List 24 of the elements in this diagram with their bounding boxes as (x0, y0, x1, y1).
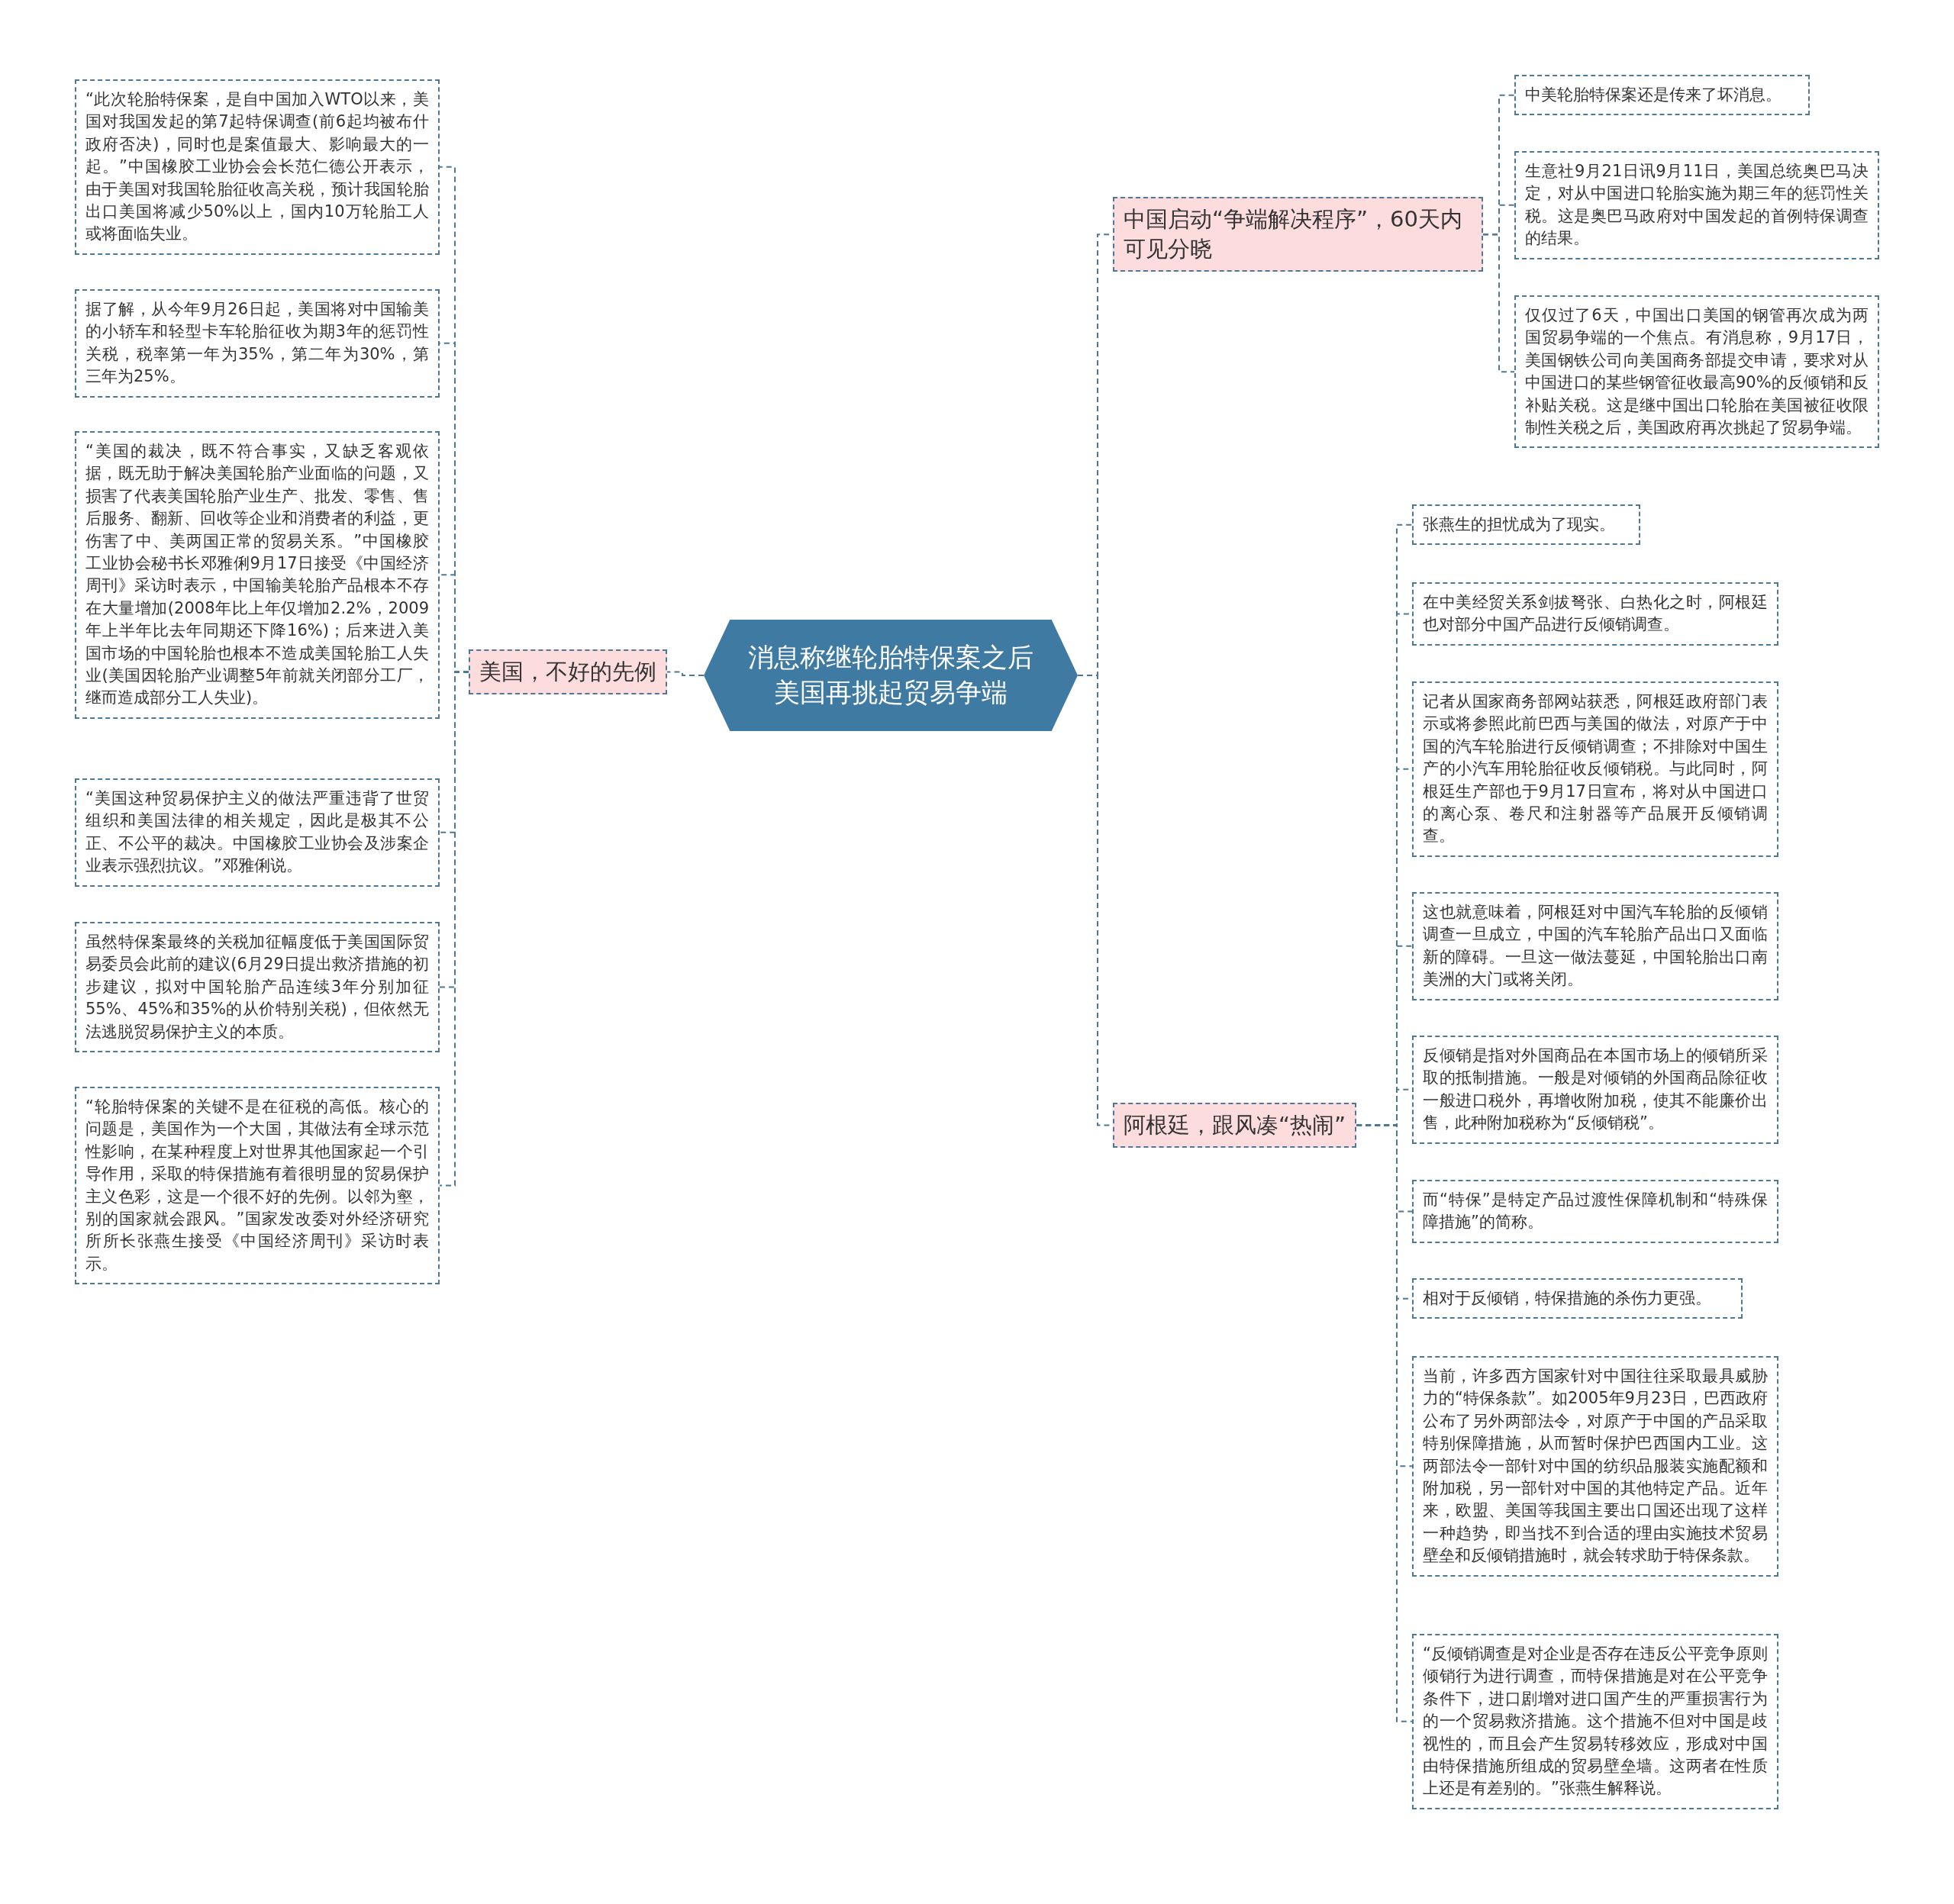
connector-line (1482, 234, 1515, 373)
connector-line (666, 671, 705, 676)
note-card: 仅仅过了6天，中国出口美国的钢管再次成为两国贸易争端的一个焦点。有消息称，9月17日，美国钢铁公司向美国商务部提交申请，要求对从中国进口的某些钢管征收最高90%的反倾销和反补贴关税。这是继中国出口轮胎在美国被征收限制性关税之后，美国政府再次挑起了贸易争端。 (1514, 295, 1879, 449)
note-card: “美国这种贸易保护主义的做法严重违背了世贸组织和美国法律的相关规定，因此是极其不公正、不公平的裁决。中国橡胶工业协会及涉案企业表示强烈抗议。”邓雅俐说。 (75, 778, 440, 887)
note-card: 据了解，从今年9月26日起，美国将对中国输美的小轿车和轻型卡车轮胎征收为期3年的惩罚性关税，税率第一年为35%，第二年为30%，第三年为25%。 (75, 289, 440, 398)
note-card: 反倾销是指对外国商品在本国市场上的倾销所采取的抵制措施。一般是对倾销的外国商品除征收一般进口税外，再增收附加税，使其不能廉价出售，此种附加税称为“反倾销税”。 (1412, 1036, 1778, 1144)
note-card: 虽然特保案最终的关税加征幅度低于美国国际贸易委员会此前的建议(6月29日提出救济措施的初步建议，拟对中国轮胎产品连续3年分别加征55%、45%和35%的从价特别关税)，但依然无法逃脱贸易保护主义的本质。 (75, 922, 440, 1052)
central-topic: 消息称继轮胎特保案之后美国再挑起贸易争端 (704, 620, 1078, 731)
note-card: 生意社9月21日讯9月11日，美国总统奥巴马决定，对从中国进口轮胎实施为期三年的惩罚性关税。这是奥巴马政府对中国发起的首例特保调查的结果。 (1514, 151, 1879, 259)
branch-topic: 阿根廷，跟风凑“热闹” (1113, 1103, 1357, 1149)
note-card: 中美轮胎特保案还是传来了坏消息。 (1514, 75, 1810, 116)
note-card: 相对于反倾销，特保措施的杀伤力更强。 (1412, 1278, 1743, 1319)
note-card: 这也就意味着，阿根廷对中国汽车轮胎的反倾销调查一旦成立，中国的汽车轮胎产品出口又面临新的障碍。一旦这一做法蔓延，中国轮胎出口南美洲的大门或将关闭。 (1412, 892, 1778, 1000)
note-card: 当前，许多西方国家针对中国往往采取最具威胁力的“特保条款”。如2005年9月23日，巴西政府公布了另外两部法令，对原产于中国的产品采取特别保障措施，从而暂时保护巴西国内工业。这两部法令一部针对中国的纺织品服装实施配额和附加税，另一部针对中国的其他特定产品。近年来，欧盟、美国等我国主要出口国还出现了这样一种趋势，即当找不到合适的理由实施技术贸易壁垒和反倾销措施时，就会转求助于特保条款。 (1412, 1356, 1778, 1577)
branch-topic: 美国，不好的先例 (469, 649, 667, 695)
note-card: “此次轮胎特保案，是自中国加入WTO以来，美国对我国发起的第7起特保调查(前6起均被布什政府否决)，同时也是案值最大、影响最大的一起。”中国橡胶工业协会会长范仁德公开表示，由于美国对我国轮胎征收高关税，预计我国轮胎出口美国将减少50%以上，国内10万轮胎工人或将面临失业。 (75, 79, 440, 255)
branch-topic: 中国启动“争端解决程序”，60天内可见分晓 (1113, 197, 1483, 272)
note-card: “轮胎特保案的关键不是在征税的高低。核心的问题是，美国作为一个大国，其做法有全球示范性影响，在某种程度上对世界其他国家起一个引导作用，采取的特保措施有着很明显的贸易保护主义色彩，这是一个很不好的先例。以邻为壑，别的国家就会跟风。”国家发改委对外经济研究所所长张燕生接受《中国经济周刊》采访时表示。 (75, 1087, 440, 1285)
note-card: 记者从国家商务部网站获悉，阿根廷政府部门表示或将参照此前巴西与美国的做法，对原产于中国的汽车轮胎进行反倾销调查；不排除对中国生产的小汽车用轮胎征收反倾销税。与此同时，阿根廷生产部也于9月17日宣布，将对从中国进口的离心泵、卷尺和注射器等产品展开反倾销调查。 (1412, 681, 1778, 857)
note-card: 而“特保”是特定产品过渡性保障机制和“特殊保障措施”的简称。 (1412, 1180, 1778, 1243)
note-card: “美国的裁决，既不符合事实，又缺乏客观依据，既无助于解决美国轮胎产业面临的问题，又损害了代表美国轮胎产业生产、批发、零售、售后服务、翻新、回收等企业和消费者的利益，更伤害了中、美两国正常的贸易关系。”中国橡胶工业协会秘书长邓雅俐9月17日接受《中国经济周刊》采访时表示，中国输美轮胎产品根本不存在大量增加(2008年比上年仅增加2.2%，2009年上半年比去年同期还下降16%)；后来进入美国市场的中国轮胎也根本不造成美国轮胎工人失业(美国因轮胎产业调整5年前就关闭部分工厂，继而造成部分工人失业)。 (75, 431, 440, 719)
note-card: 张燕生的担忧成为了现实。 (1412, 504, 1640, 546)
note-card: “反倾销调查是对企业是否存在违反公平竞争原则倾销行为进行调查，而特保措施是对在公平竞争条件下，进口剧增对进口国产生的严重损害行为的一个贸易救济措施。这个措施不但对中国是歧视性的，而且会产生贸易转移效应，形成对中国由特保措施所组成的贸易壁垒墙。这两者在性质上还是有差别的。”张燕生解释说。 (1412, 1634, 1778, 1809)
note-card: 在中美经贸关系剑拔弩张、白热化之时，阿根廷也对部分中国产品进行反倾销调查。 (1412, 582, 1778, 646)
